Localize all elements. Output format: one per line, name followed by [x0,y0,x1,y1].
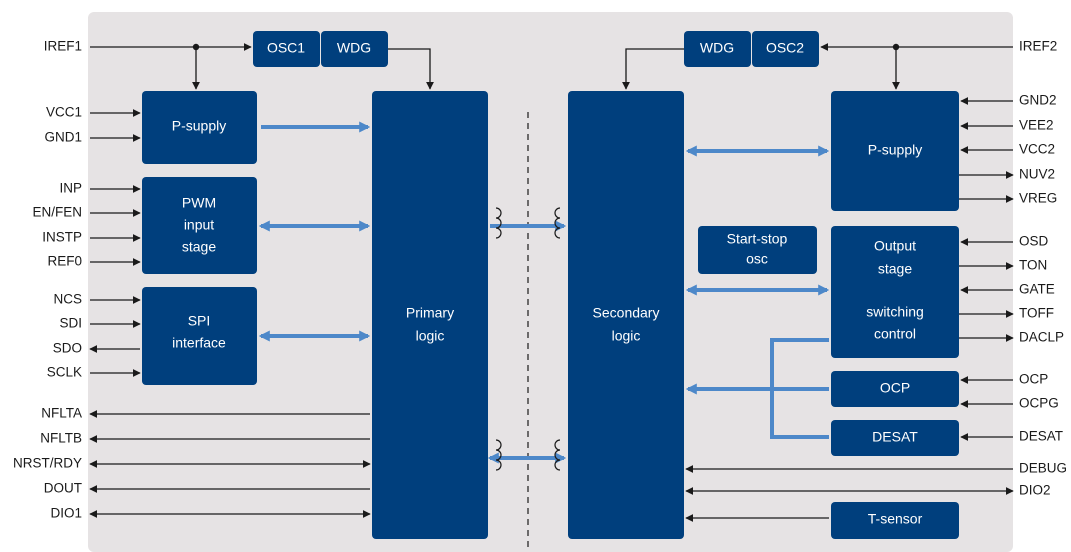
pin-sdi: SDI [59,316,82,331]
left-pin-labels: IREF1 VCC1 GND1 INP EN/FEN INSTP REF0 NC… [13,39,82,521]
transformer-coil-upper [495,207,561,239]
output-stage-label-2: stage [878,261,912,277]
iref2-wiring [622,43,1013,90]
pin-ncs: NCS [53,292,82,307]
output-stage-block: Output stage switching control [831,226,959,358]
spi-interface-block: SPI interface [142,287,257,385]
pin-nrst-rdy: NRST/RDY [13,456,82,471]
pin-desat: DESAT [1019,429,1063,444]
pin-ref0: REF0 [47,254,82,269]
pin-iref1: IREF1 [44,39,82,54]
psupply-primary-block: P-supply [142,91,257,164]
pin-nuv2: NUV2 [1019,167,1055,182]
pin-dout: DOUT [44,481,82,496]
pin-dio2: DIO2 [1019,483,1051,498]
secondary-logic-label-1: Secondary [593,305,660,321]
pin-daclp: DACLP [1019,330,1064,345]
pin-nflta: NFLTA [41,406,82,421]
pin-nfltb: NFLTB [40,431,82,446]
pin-toff: TOFF [1019,306,1054,321]
pin-ocp: OCP [1019,372,1048,387]
t-sensor-block: T-sensor [831,502,959,539]
pwm-input-stage-block: PWM input stage [142,177,257,274]
pin-gnd2: GND2 [1019,93,1057,108]
spi-label-1: SPI [188,313,211,329]
psupply-secondary-block: P-supply [831,91,959,211]
pin-sdo: SDO [53,341,82,356]
spi-label-2: interface [172,335,226,351]
desat-block: DESAT [831,420,959,456]
pin-osd: OSD [1019,234,1049,249]
pwm-label-3: stage [182,239,216,255]
wdg2-label: WDG [700,40,734,56]
t-sensor-label: T-sensor [868,511,923,527]
iref1-wiring [90,43,434,90]
wdg1-label: WDG [337,40,371,56]
psupply-primary-label: P-supply [172,118,226,134]
ocp-label: OCP [880,380,910,396]
primary-logic-label-2: logic [416,328,445,344]
osc2-label: OSC2 [766,40,804,56]
secondary-logic-block: Secondary logic [568,91,684,539]
pin-instp: INSTP [42,230,82,245]
right-pin-wires [685,97,1014,522]
start-stop-label-1: Start-stop [727,231,788,247]
pin-vcc2: VCC2 [1019,142,1055,157]
primary-logic-block: Primary logic [372,91,488,539]
pin-vreg: VREG [1019,191,1057,206]
wdg1-block: WDG [321,31,388,67]
pin-gnd1: GND1 [44,130,82,145]
pin-vee2: VEE2 [1019,118,1054,133]
pin-ton: TON [1019,258,1047,273]
pin-iref2: IREF2 [1019,39,1057,54]
output-stage-label-1: Output [874,238,916,254]
pwm-label-2: input [184,217,214,233]
pin-vcc1: VCC1 [46,105,82,120]
osc1-block: OSC1 [253,31,320,67]
pin-debug: DEBUG [1019,461,1067,476]
start-stop-label-2: osc [746,251,768,267]
pin-sclk: SCLK [47,365,82,380]
output-stage-label-5: control [874,326,916,342]
ocp-block: OCP [831,371,959,407]
pin-inp: INP [59,181,82,196]
primary-logic-label-1: Primary [406,305,454,321]
pin-en-fen: EN/FEN [32,205,82,220]
transformer-coil-lower [495,439,561,471]
output-stage-label-4: switching [866,304,924,320]
pwm-label-1: PWM [182,195,216,211]
left-pin-wires [89,109,371,518]
pin-gate: GATE [1019,282,1055,297]
internal-buses [258,121,830,464]
osc1-label: OSC1 [267,40,305,56]
secondary-logic-label-2: logic [612,328,641,344]
pin-ocpg: OCPG [1019,396,1059,411]
right-pin-labels: IREF2 GND2 VEE2 VCC2 NUV2 VREG OSD TON G… [1019,39,1067,498]
osc2-block: OSC2 [752,31,819,67]
psupply-secondary-label: P-supply [868,142,922,158]
pin-dio1: DIO1 [50,506,82,521]
desat-label: DESAT [872,429,918,445]
wdg2-block: WDG [684,31,751,67]
start-stop-osc-block: Start-stop osc [698,226,817,274]
